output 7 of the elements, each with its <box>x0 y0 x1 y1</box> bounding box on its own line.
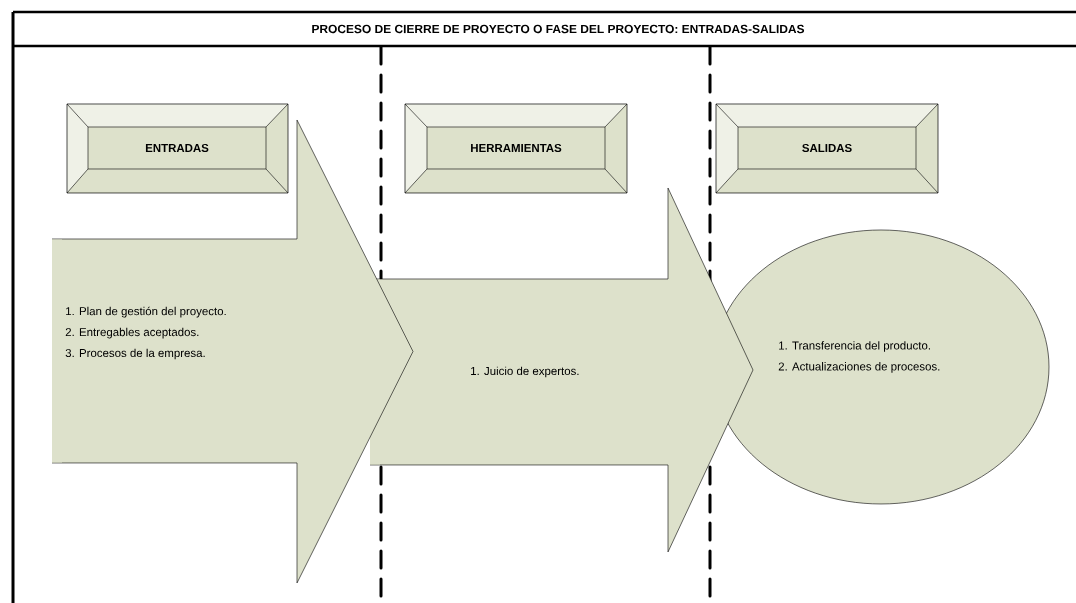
title-band: PROCESO DE CIERRE DE PROYECTO O FASE DEL PROYECTO: ENTRADAS-SALIDAS <box>11 10 1076 48</box>
node-label: 2. Entregables aceptados. <box>65 327 199 339</box>
node-label: 1. Plan de gestión del proyecto. <box>66 306 226 318</box>
bevel-box: HERRAMIENTAS <box>404 103 628 194</box>
node-label: 3. Procesos de la empresa. <box>65 348 205 360</box>
bevel-box: SALIDAS <box>715 103 939 194</box>
bevel-box: ENTRADAS <box>66 103 289 194</box>
